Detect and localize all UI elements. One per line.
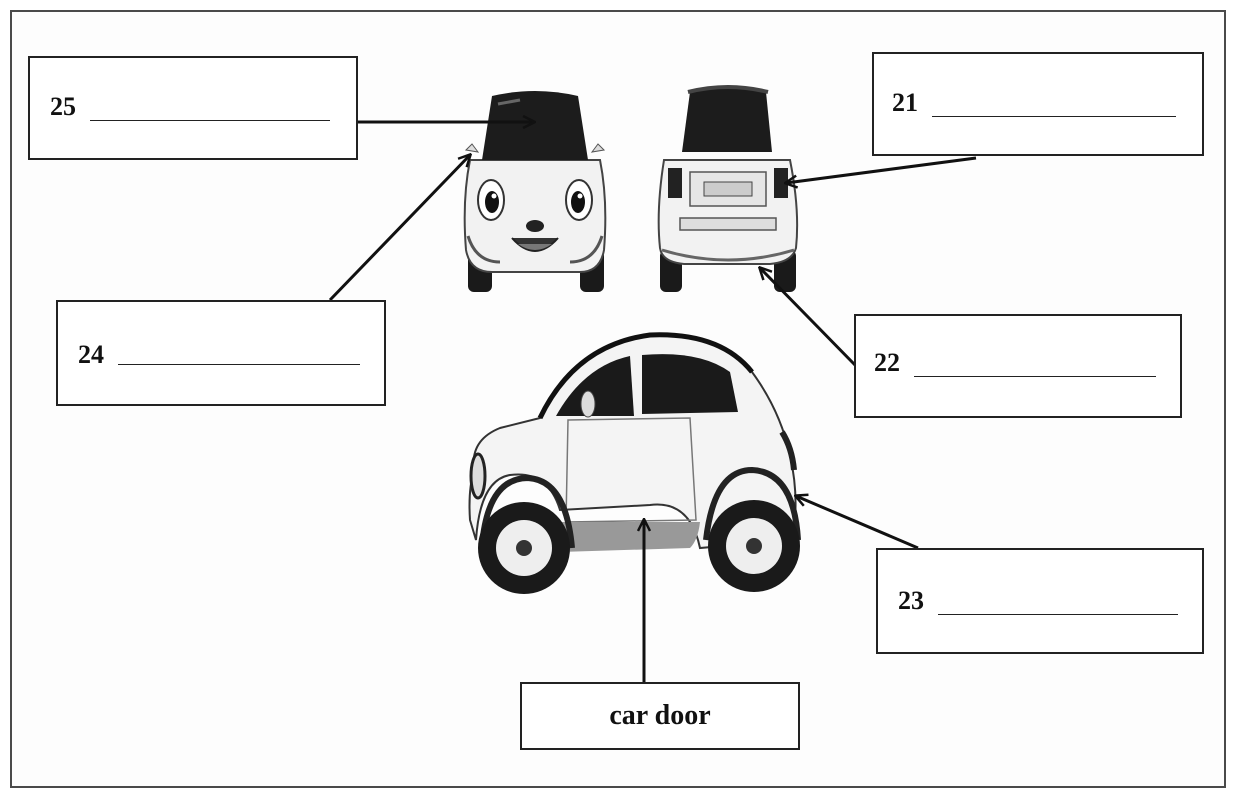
car-side-picture xyxy=(468,332,801,594)
arrow-23 xyxy=(796,496,919,550)
answer-blank[interactable] xyxy=(914,376,1156,377)
answer-blank[interactable] xyxy=(90,120,330,121)
arrow-24 xyxy=(328,155,470,302)
car-front-picture xyxy=(463,91,607,292)
car-door-label: car door xyxy=(609,700,711,731)
label-number: 21 xyxy=(892,88,918,117)
car-rear-picture xyxy=(657,85,799,292)
label-box-25: 25 xyxy=(28,56,358,160)
arrow-22 xyxy=(760,268,858,368)
label-box-22: 22 xyxy=(854,314,1182,418)
answer-blank[interactable] xyxy=(932,116,1176,117)
label-box-23: 23 xyxy=(876,548,1204,654)
label-box-21: 21 xyxy=(872,52,1204,156)
label-number: 24 xyxy=(78,340,104,369)
label-number: 22 xyxy=(874,348,900,377)
answer-blank[interactable] xyxy=(938,614,1178,615)
label-box-24: 24 xyxy=(56,300,386,406)
label-number: 25 xyxy=(50,92,76,121)
answer-blank[interactable] xyxy=(118,364,360,365)
arrow-21 xyxy=(786,156,977,183)
label-box-car-door: car door xyxy=(520,682,800,750)
label-number: 23 xyxy=(898,586,924,615)
